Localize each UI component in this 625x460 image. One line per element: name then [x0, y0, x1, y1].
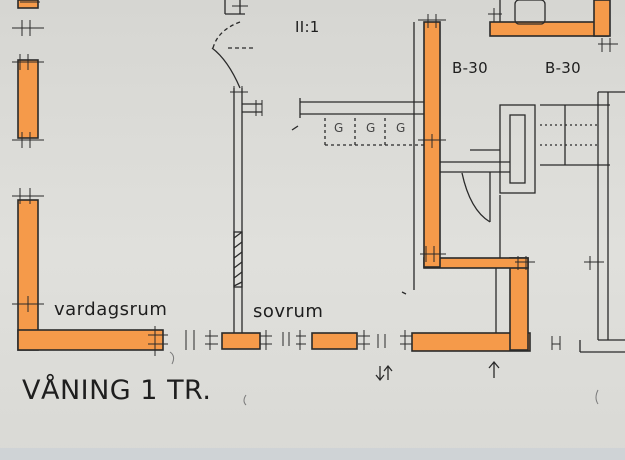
floor-title: VÅNING 1 TR.	[22, 375, 212, 406]
g-mark-1: G	[334, 121, 344, 135]
direction-arrows	[375, 360, 500, 382]
dimension-ticks	[12, 1, 618, 356]
pencil-marks	[169, 351, 599, 406]
tag-b30-left: B-30	[452, 59, 488, 77]
room-label-bedroom: sovrum	[253, 301, 324, 322]
g-mark-3: G	[396, 121, 406, 135]
room-label-living: vardagsrum	[54, 299, 168, 320]
scale-mark: II:1	[295, 18, 320, 36]
plan-linework	[211, 0, 625, 353]
wall-highlights	[17, 0, 611, 352]
tag-b30-right: B-30	[545, 59, 581, 77]
g-mark-2: G	[366, 121, 376, 135]
